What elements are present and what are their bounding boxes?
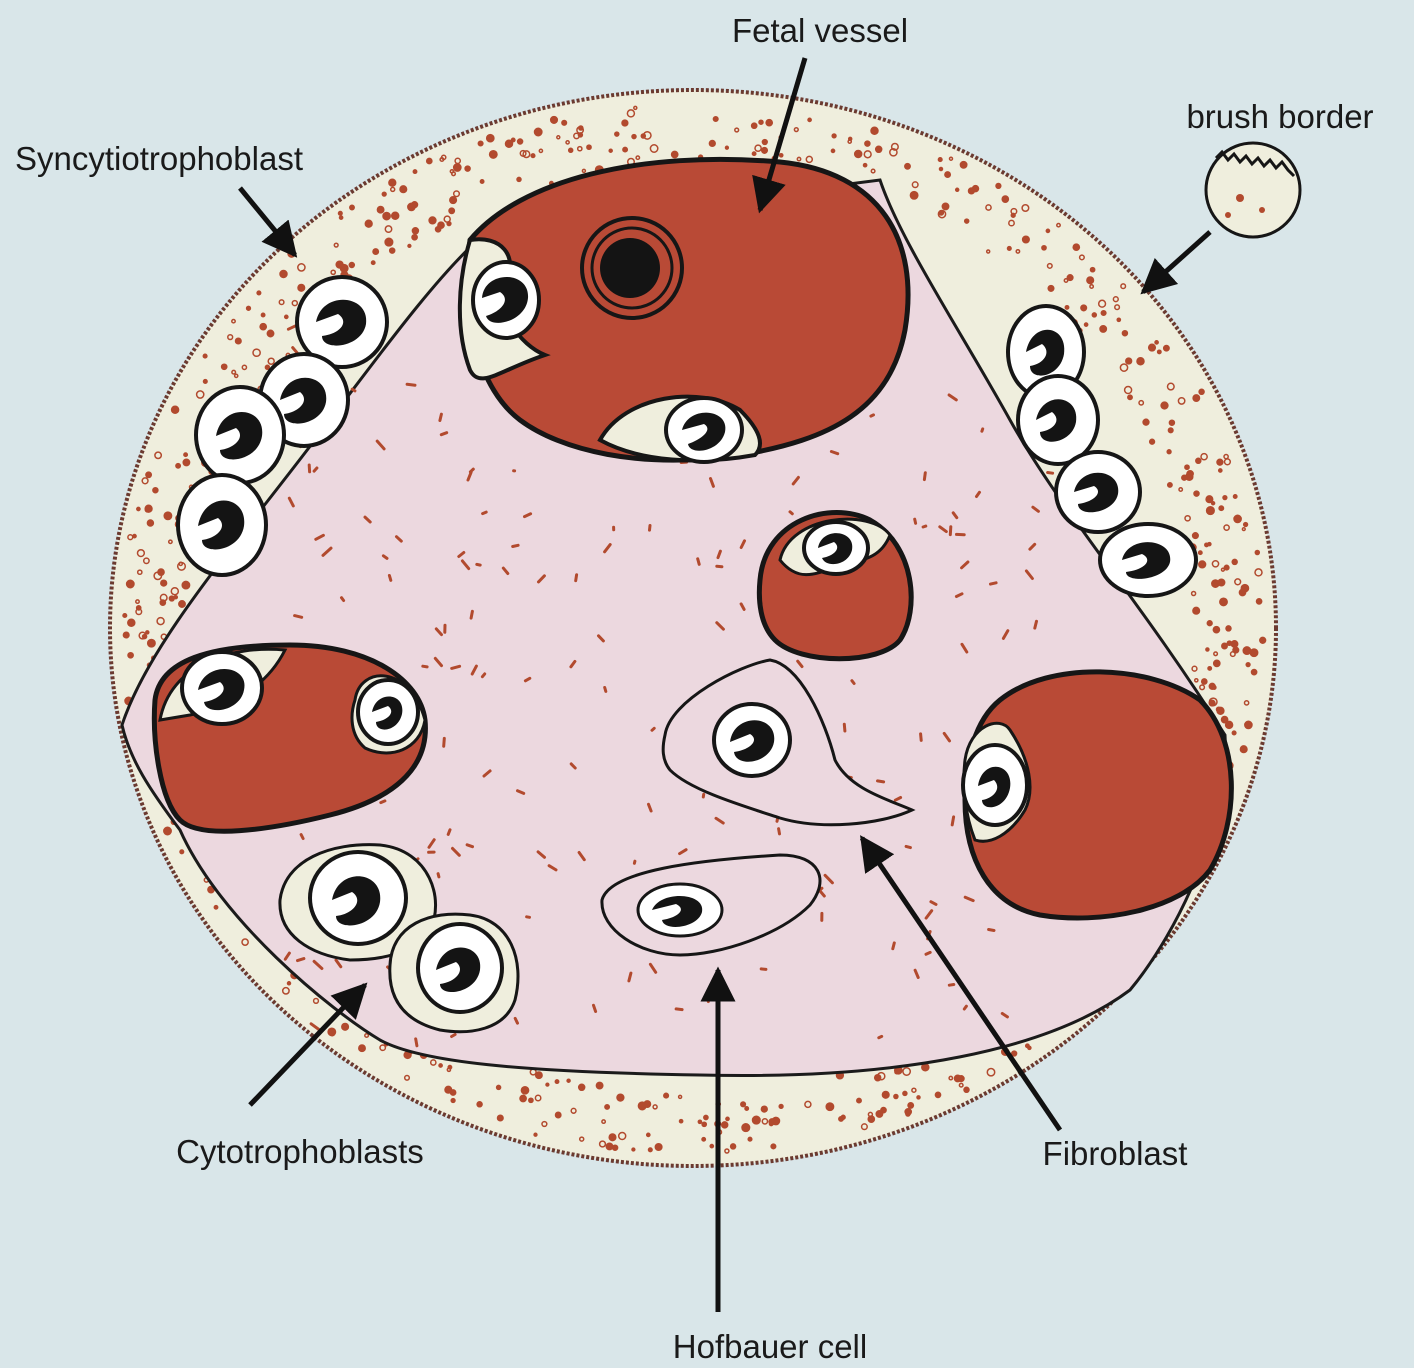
fetal-vessel-top <box>460 159 908 462</box>
label-syncytiotrophoblast: Syncytiotrophoblast <box>15 140 303 177</box>
arrow-syncytiotrophoblast <box>240 188 295 255</box>
label-hofbauer-cell: Hofbauer cell <box>673 1328 867 1365</box>
fetal-vessel-right <box>963 672 1231 918</box>
fetal-vessel-small <box>759 513 911 659</box>
label-brush-border: brush border <box>1186 98 1373 135</box>
label-fetal-vessel: Fetal vessel <box>732 12 908 49</box>
label-cytotrophoblasts: Cytotrophoblasts <box>176 1133 424 1170</box>
arrow-brush-border <box>1143 232 1210 292</box>
label-fibroblast: Fibroblast <box>1043 1135 1188 1172</box>
brush-border-inset <box>1206 143 1300 237</box>
